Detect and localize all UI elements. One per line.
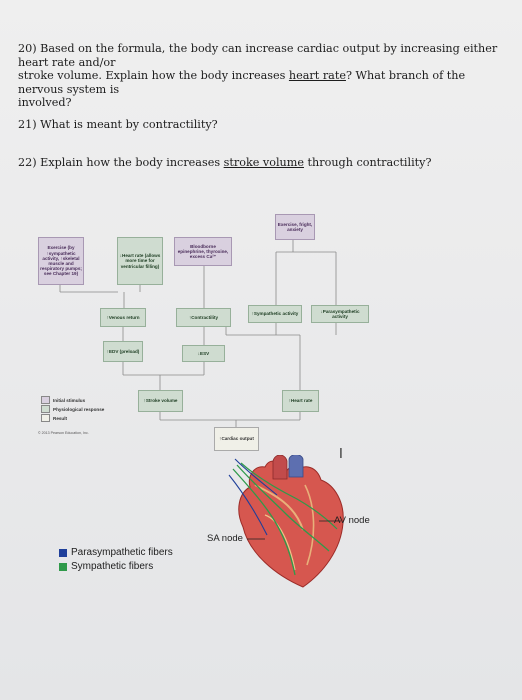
q22-text-a: 22) Explain how the body increases [18, 156, 224, 169]
para-label: Parasympathetic fibers [71, 547, 173, 558]
q22-text-b: through contractility? [303, 156, 432, 169]
box-esv: ↓ESV [182, 345, 225, 362]
legend-result-label: Result [53, 415, 68, 421]
q20-text-b: ? What branch of the nervous system is [18, 69, 466, 96]
box-bloodborne: Bloodborne epinephrine, thyroxine, exces… [174, 237, 232, 266]
q20-line3: involved? [18, 96, 72, 109]
question-21: 21) What is meant by contractility? [18, 118, 218, 131]
text-cursor-icon: I [339, 447, 343, 462]
box-cardiac-output: ↑Cardiac output [214, 427, 259, 451]
legend-sympathetic-fibers: Sympathetic fibers [59, 561, 153, 572]
legend-swatch-res [41, 414, 50, 422]
legend-initial-label: Initial stimulus [53, 397, 86, 403]
sa-node-label: SA node [207, 533, 243, 544]
box-stroke-volume: ↑Stroke volume [138, 390, 183, 412]
box-exercise-right: Exercise, fright, anxiety [275, 214, 315, 240]
symp-label: Sympathetic fibers [71, 561, 154, 572]
q20-line1: 20) Based on the formula, the body can i… [18, 42, 498, 69]
box-heart-rate-right: ↑Heart rate [282, 390, 319, 412]
av-node-label: AV node [334, 515, 370, 526]
box-exercise-left: Exercise (by ↑sympathetic activity, ↑ske… [38, 237, 84, 285]
question-22: 22) Explain how the body increases strok… [18, 156, 508, 170]
legend-parasympathetic-fibers: Parasympathetic fibers [59, 547, 173, 558]
box-venous-return: ↑Venous return [100, 308, 146, 327]
q20-underlined: heart rate [288, 69, 346, 82]
legend-physio-label: Physiological response [53, 406, 105, 412]
q20-line2: stroke volume. Explain how the body incr… [18, 69, 508, 96]
box-contractility: ↑Contractility [176, 308, 231, 327]
para-swatch [59, 548, 67, 557]
question-20: 20) Based on the formula, the body can i… [18, 42, 508, 110]
legend-result: Result [41, 414, 67, 422]
box-parasympathetic-activity: ↓Parasympathetic activity [311, 305, 369, 323]
q20-text-a: stroke volume. Explain how the body incr… [18, 69, 289, 82]
copyright-text: © 2013 Pearson Education, Inc. [38, 431, 89, 435]
heart-illustration [228, 455, 344, 588]
q22-underlined: stroke volume [223, 156, 304, 169]
legend-initial-stimulus: Initial stimulus [41, 396, 85, 404]
legend-swatch-resp [41, 405, 50, 413]
legend-swatch-stim [41, 396, 50, 404]
box-heart-rate-left: ↓Heart rate (allows more time for ventri… [117, 237, 163, 285]
box-edv: ↑EDV (preload) [103, 341, 143, 362]
symp-swatch [59, 562, 67, 571]
box-sympathetic-activity: ↑Sympathetic activity [248, 305, 302, 323]
legend-physiological-response: Physiological response [41, 405, 104, 413]
